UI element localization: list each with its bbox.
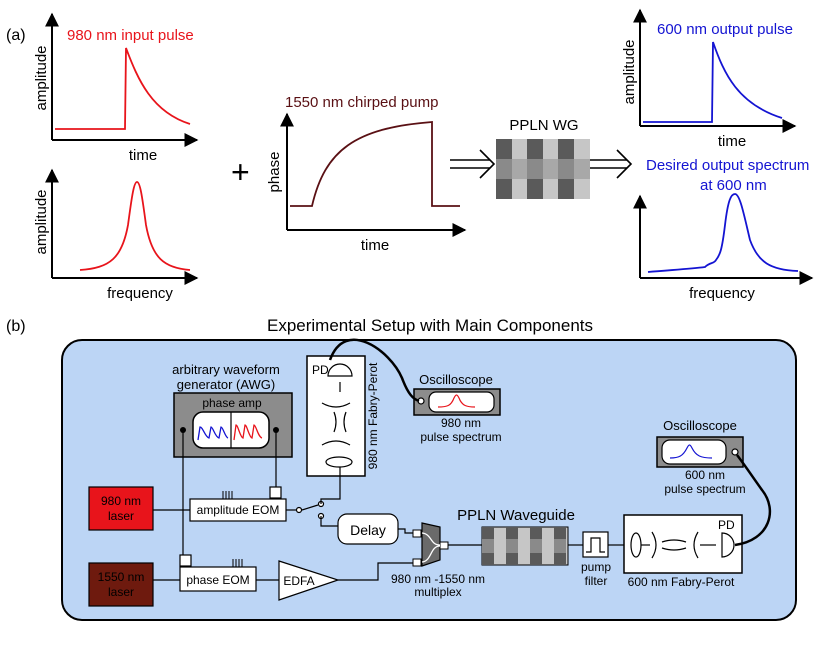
- awg-phase-trace: [197, 426, 229, 441]
- mux-body: [421, 522, 441, 567]
- plus-sign: +: [231, 154, 250, 190]
- implies-arrow-1: [450, 149, 496, 179]
- fibre-fp980-osc1: [328, 338, 420, 403]
- pump-ylabel: phase: [266, 152, 283, 193]
- input-pulse-plot: 980 nm input pulse amplitude time: [33, 12, 199, 164]
- input-spectrum-ylabel: amplitude: [33, 189, 50, 254]
- path-980: [153, 467, 341, 527]
- multiplexer: 980 nm -1550 nm multiplex: [391, 522, 485, 599]
- pump-xlabel: time: [361, 237, 389, 254]
- filter-box: [582, 531, 609, 558]
- phase-eom-box: [179, 566, 257, 592]
- mux-label-2: multiplex: [414, 585, 461, 599]
- output-spectrum-plot: Desired output spectrum at 600 nm freque…: [633, 157, 814, 302]
- awg: arbitrary waveform generator (AWG) phase…: [172, 362, 293, 458]
- output-spectrum-title-1: Desired output spectrum: [646, 157, 809, 174]
- osc2-caption-2: pulse spectrum: [664, 482, 745, 496]
- laser1550-label-2: laser: [108, 585, 134, 599]
- osc1-caption-1: 980 nm: [441, 416, 481, 430]
- fabry-perot-600: PD 600 nm Fabry-Perot: [623, 514, 743, 589]
- oscilloscope-600: Oscilloscope 600 nm pulse spectrum: [656, 418, 746, 496]
- fp600-detector: [721, 532, 735, 558]
- awg-phase-amp: phase amp: [202, 396, 262, 410]
- phase-eom-label: phase EOM: [186, 573, 249, 587]
- amp-eom-port: [269, 486, 282, 499]
- output-pulse-ylabel: amplitude: [621, 39, 638, 104]
- output-spectrum-xlabel: frequency: [689, 285, 755, 302]
- edfa-label: EDFA: [283, 574, 314, 588]
- input-pulse-title: 980 nm input pulse: [67, 27, 194, 44]
- laser-1550: 1550 nm laser: [88, 562, 154, 607]
- input-pulse-curve: [55, 47, 191, 130]
- pump-curve: [290, 121, 460, 207]
- awg-label-2: generator (AWG): [177, 377, 276, 392]
- osc2-port: [731, 448, 739, 456]
- input-pulse-xlabel: time: [129, 147, 157, 164]
- laser980-label-1: 980 nm: [101, 494, 141, 508]
- output-pulse-xlabel: time: [718, 133, 746, 150]
- input-spectrum-xlabel: frequency: [107, 285, 173, 302]
- awg-amp-trace: [233, 424, 263, 441]
- phase-eom: phase EOM: [179, 554, 257, 592]
- fp980-label: 980 nm Fabry-Perot: [366, 362, 380, 469]
- laser980-box: [88, 486, 154, 531]
- laser-980: 980 nm laser: [88, 486, 154, 531]
- osc1-trace: [437, 394, 476, 408]
- laser1550-label-1: 1550 nm: [98, 570, 145, 584]
- laser980-label-2: laser: [108, 509, 134, 523]
- fp980-detector: [327, 363, 353, 377]
- input-spectrum-plot: amplitude frequency: [33, 168, 199, 302]
- fp600-lens: [630, 532, 642, 558]
- ppln-label: PPLN Waveguide: [457, 507, 575, 524]
- output-pulse-plot: 600 nm output pulse amplitude time: [621, 8, 797, 150]
- osc2-caption-1: 600 nm: [685, 468, 725, 482]
- pump-title: 1550 nm chirped pump: [285, 94, 438, 111]
- osc1-label: Oscilloscope: [419, 372, 493, 387]
- oscilloscope-980: Oscilloscope 980 nm pulse spectrum: [413, 372, 502, 444]
- output-pulse-title: 600 nm output pulse: [657, 21, 793, 38]
- mux-label-1: 980 nm -1550 nm: [391, 572, 485, 586]
- ppln-wg-pattern: [496, 139, 590, 199]
- ppln-wg-label: PPLN WG: [509, 117, 578, 134]
- fp600-label: 600 nm Fabry-Perot: [628, 575, 735, 589]
- implies-arrow-2: [590, 149, 633, 179]
- fp980-lens: [325, 456, 353, 468]
- osc1-caption-2: pulse spectrum: [420, 430, 501, 444]
- pump-filter-label-2: filter: [585, 574, 608, 588]
- amplitude-eom: amplitude EOM: [189, 486, 287, 522]
- awg-control-lines: [182, 430, 277, 555]
- phase-eom-port: [179, 554, 192, 567]
- fabry-perot-980: PD 980 nm Fabry-Perot: [306, 355, 380, 477]
- osc2-label: Oscilloscope: [663, 418, 737, 433]
- ppln-waveguide: PPLN Waveguide: [457, 507, 575, 566]
- pump-filter-label-1: pump: [581, 560, 611, 574]
- path-1550: [153, 562, 413, 581]
- fp600-pd-label: PD: [718, 518, 735, 532]
- laser1550-box: [88, 562, 154, 607]
- osc2-trace: [669, 444, 713, 459]
- output-spectrum-curve: [647, 193, 799, 273]
- input-pulse-ylabel: amplitude: [33, 45, 50, 110]
- setup-title: Experimental Setup with Main Components: [267, 316, 593, 335]
- output-spectrum-title-2: at 600 nm: [700, 177, 767, 194]
- pump-plot: 1550 nm chirped pump phase time: [266, 94, 467, 254]
- panel-a-label: (a): [6, 27, 26, 44]
- panel-b-label: (b): [6, 318, 26, 335]
- pump-filter: pump filter: [581, 531, 611, 588]
- awg-label-1: arbitrary waveform: [172, 362, 280, 377]
- input-spectrum-curve: [79, 181, 191, 271]
- fibre-fp600-osc2: [734, 454, 772, 547]
- output-pulse-curve: [643, 41, 783, 123]
- delay: Delay: [337, 513, 413, 545]
- amp-eom-label: amplitude EOM: [197, 503, 280, 517]
- delay-label: Delay: [350, 522, 386, 538]
- fp980-pd-label: PD: [312, 363, 329, 377]
